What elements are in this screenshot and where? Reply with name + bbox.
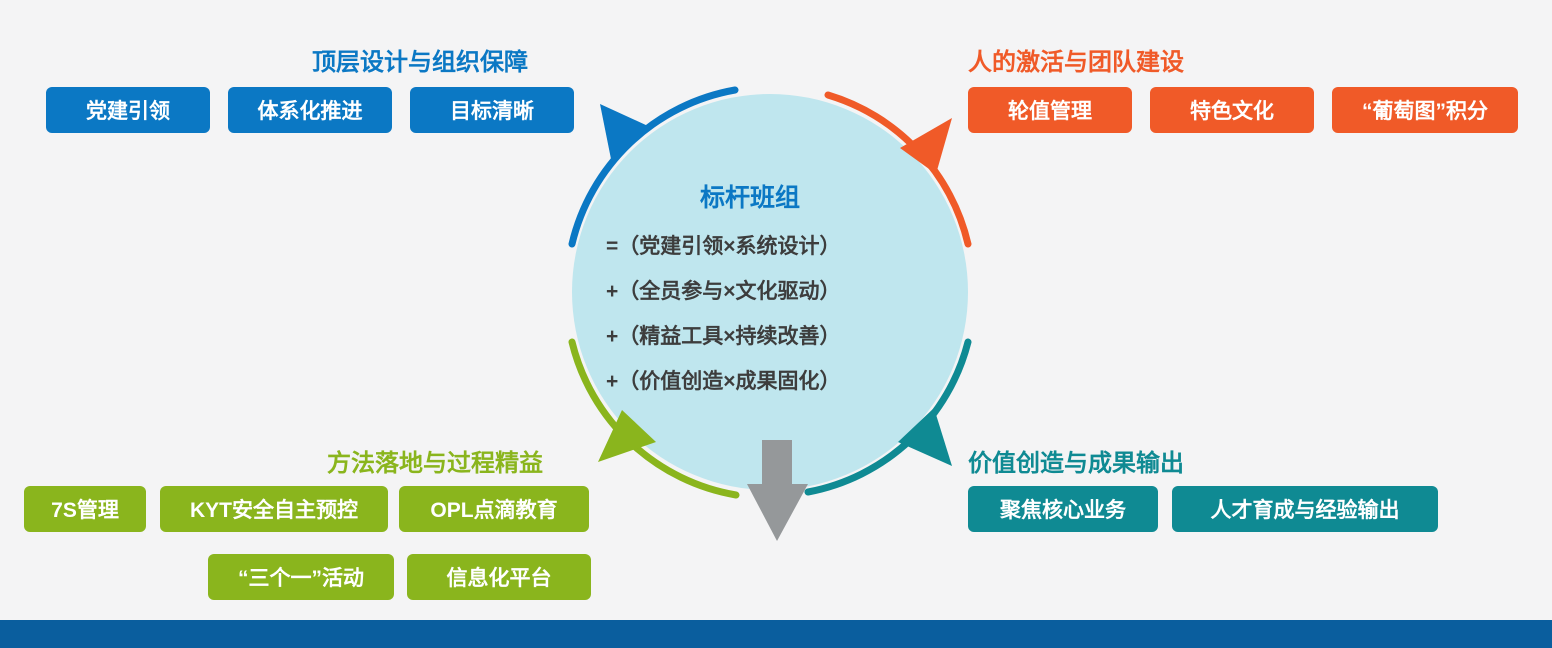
heading-top-left: 顶层设计与组织保障 — [312, 49, 528, 76]
footer-band — [0, 620, 1552, 648]
formula-line-4: +（价值创造×成果固化） — [606, 370, 841, 393]
tag-opl-education: OPL点滴教育 — [399, 486, 589, 532]
tag-grape-points: “葡萄图”积分 — [1332, 87, 1518, 133]
heading-bottom-left: 方法落地与过程精益 — [327, 450, 543, 477]
center-circle — [572, 94, 968, 490]
heading-bottom-right: 价值创造与成果输出 — [968, 450, 1184, 477]
down-arrow-shaft — [762, 440, 792, 484]
down-arrow-head — [747, 484, 808, 541]
tag-rotation-management: 轮值管理 — [968, 87, 1132, 133]
tag-featured-culture: 特色文化 — [1150, 87, 1314, 133]
tag-three-ones-activity: “三个一”活动 — [208, 554, 394, 600]
heading-top-right: 人的激活与团队建设 — [968, 49, 1184, 76]
tag-7s-management: 7S管理 — [24, 486, 146, 532]
tag-clear-goals: 目标清晰 — [410, 87, 574, 133]
tag-kyt-safety: KYT安全自主预控 — [160, 486, 388, 532]
center-title: 标杆班组 — [699, 184, 800, 212]
green-arrowhead — [598, 410, 656, 462]
formula-line-1: =（党建引领×系统设计） — [606, 235, 841, 258]
tag-core-business: 聚焦核心业务 — [968, 486, 1158, 532]
tag-party-leadership: 党建引领 — [46, 87, 210, 133]
tag-talent-experience: 人才育成与经验输出 — [1172, 486, 1438, 532]
tag-systematic-advance: 体系化推进 — [228, 87, 392, 133]
teal-arrowhead — [898, 408, 952, 466]
cycle-diagram — [568, 86, 972, 541]
formula-line-2: +（全员参与×文化驱动） — [606, 280, 841, 303]
formula-line-3: +（精益工具×持续改善） — [606, 325, 841, 348]
tag-info-platform: 信息化平台 — [407, 554, 591, 600]
blue-arrowhead — [600, 104, 648, 164]
orange-arrowhead — [900, 118, 952, 174]
